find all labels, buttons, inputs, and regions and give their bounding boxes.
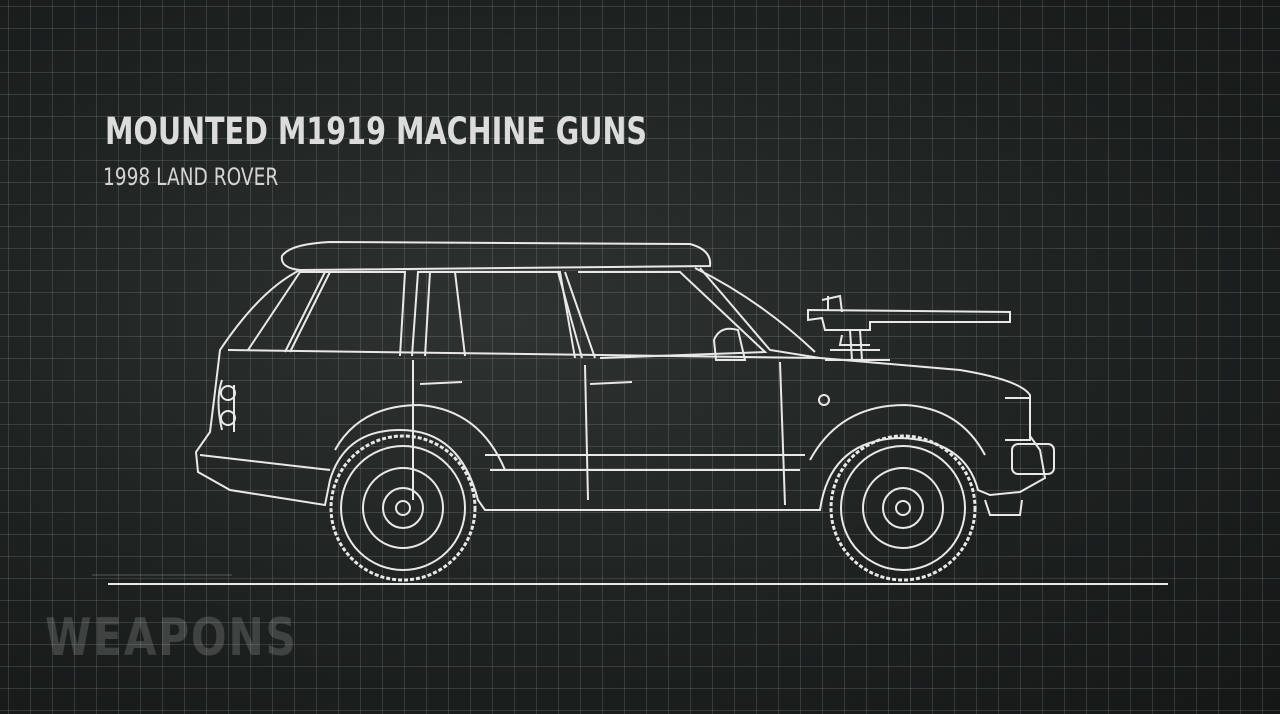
title: MOUNTED M1919 MACHINE GUNS <box>105 110 648 153</box>
mounted-machine-gun <box>807 294 1011 361</box>
rear-wheel <box>329 434 477 582</box>
watermark-logo: WEAPONS <box>45 608 298 668</box>
front-wheel <box>829 434 977 582</box>
subtitle: 1998 LAND ROVER <box>103 163 279 191</box>
car-body <box>194 240 1055 516</box>
logo-decoration <box>92 574 232 598</box>
